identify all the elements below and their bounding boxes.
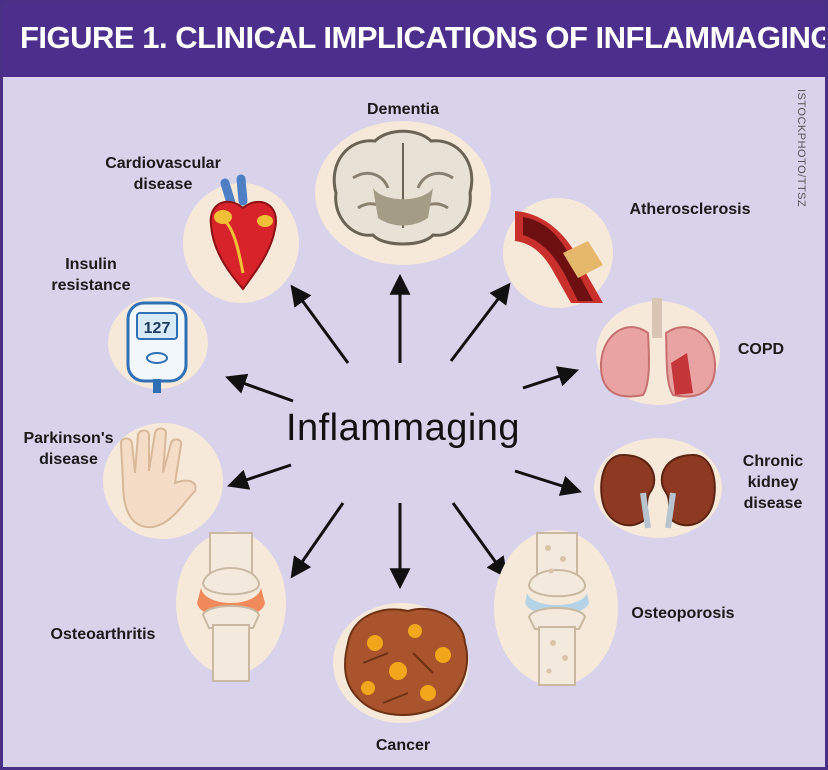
figure-header: FIGURE 1. CLINICAL IMPLICATIONS OF INFLA… bbox=[3, 3, 825, 77]
inflammaging-center-label: Inflammaging bbox=[285, 407, 521, 449]
label-atherosclerosis: Atherosclerosis bbox=[629, 201, 751, 218]
arrow-cardiovascular bbox=[290, 284, 350, 364]
hand-icon bbox=[103, 423, 223, 539]
kidney-icon bbox=[594, 438, 722, 538]
knee-joint-osteoporosis-icon bbox=[494, 530, 618, 686]
label-dementia: Dementia bbox=[366, 101, 440, 118]
cancer-cells-icon bbox=[333, 603, 469, 723]
arrow-parkinsons bbox=[227, 463, 292, 490]
arrow-kidney bbox=[514, 469, 583, 496]
arrow-osteoarthritis bbox=[290, 502, 345, 579]
arrow-insulin bbox=[225, 373, 294, 403]
arrow-copd bbox=[522, 366, 579, 390]
lungs-icon bbox=[596, 298, 720, 405]
brain-icon bbox=[315, 121, 491, 265]
arrow-osteoporosis bbox=[451, 502, 508, 579]
glucometer-icon: 127 bbox=[108, 297, 208, 393]
label-cardiovascular-disease: Cardiovascular disease bbox=[105, 155, 221, 193]
label-insulin-resistance: Insulin resistance bbox=[51, 256, 131, 294]
label-chronic-kidney-disease: Chronic kidney disease bbox=[742, 453, 804, 512]
label-osteoporosis: Osteoporosis bbox=[631, 605, 735, 622]
heart-icon bbox=[183, 174, 299, 303]
figure-title: FIGURE 1. CLINICAL IMPLICATIONS OF INFLA… bbox=[20, 20, 828, 55]
label-cancer: Cancer bbox=[375, 737, 431, 754]
label-parkinsons-disease: Parkinson's disease bbox=[23, 430, 114, 468]
label-copd: COPD bbox=[737, 341, 785, 358]
glucometer-reading: 127 bbox=[144, 320, 171, 337]
arrows-group bbox=[225, 273, 583, 590]
label-osteoarthritis: Osteoarthritis bbox=[50, 626, 156, 643]
arrow-atherosclerosis bbox=[449, 282, 511, 362]
artery-icon bbox=[503, 198, 613, 308]
knee-joint-osteoarthritis-icon bbox=[176, 531, 286, 682]
illustration-layer: 127 bbox=[103, 121, 722, 723]
